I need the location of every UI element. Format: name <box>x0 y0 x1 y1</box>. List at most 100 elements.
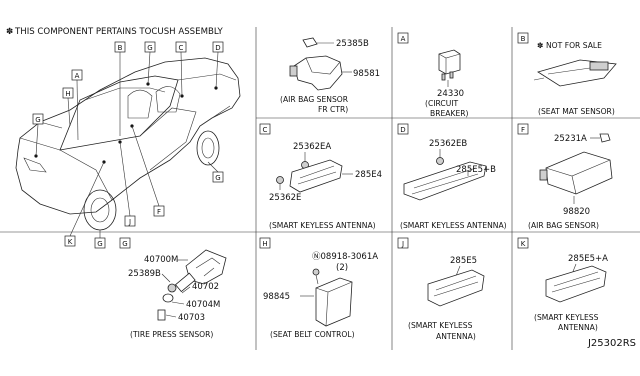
part-qty-2: (2) <box>336 263 348 273</box>
callout-box-a <box>71 69 83 81</box>
seat-belt-control-body <box>315 277 353 327</box>
callout-box-j <box>124 215 136 227</box>
not-for-sale-asterisk: ✽ <box>537 41 543 50</box>
airbag-sensor-connector <box>539 169 548 181</box>
section-d-smart-antenna: D 25362EB 285E5+B (SMART KEYLESS ANTENNA… <box>397 123 507 230</box>
section-h-letter: H <box>262 240 267 248</box>
part-40702: 40702 <box>192 282 219 292</box>
part-24330: 24330 <box>437 89 464 99</box>
car-rear-wheel <box>196 130 220 166</box>
clip-25362eb <box>436 157 444 165</box>
vehicle-leaders <box>35 51 219 238</box>
part-25362e: 25362E <box>269 193 301 203</box>
callout-g1: G <box>35 116 40 124</box>
header-note: THIS COMPONENT PERTAINS TOCUSH ASSEMBLY <box>14 27 224 37</box>
callout-h: H <box>65 90 70 98</box>
section-j-box <box>397 237 409 249</box>
section-a-box <box>397 32 409 44</box>
section-j-smart-antenna: J 285E5 (SMART KEYLESS ANTENNA) <box>397 237 485 341</box>
caption-h: (SEAT BELT CONTROL) <box>270 330 355 339</box>
callout-box-d <box>212 41 224 53</box>
bolt-25385b <box>302 37 318 48</box>
car-windshield <box>59 75 179 151</box>
not-for-sale-note: NOT FOR SALE <box>546 41 602 50</box>
caption-d: (SMART KEYLESS ANTENNA) <box>400 221 507 230</box>
caption-k-2: ANTENNA) <box>558 323 598 332</box>
callout-box-h <box>62 87 74 99</box>
section-d-letter: D <box>400 126 405 134</box>
seat-mat-module <box>589 61 609 71</box>
callout-d: D <box>215 44 220 52</box>
section-h-seat-belt: H Ⓝ08918-3061A (2) 98845 (SEAT BELT CONT… <box>259 237 378 339</box>
car-hood-crease <box>39 121 63 129</box>
part-40704m: 40704M <box>186 300 220 310</box>
part-98581: 98581 <box>353 69 380 79</box>
part-40703-cap <box>157 309 166 321</box>
caption-g: (TIRE PRESS SENSOR) <box>130 330 213 339</box>
callout-c: C <box>179 44 184 52</box>
callout-box-g2 <box>144 41 156 53</box>
car-seat-left <box>127 89 153 119</box>
section-b-seat-mat: B ✽ NOT FOR SALE (SEAT MAT SENSOR) <box>517 32 617 116</box>
section-b-box <box>517 32 529 44</box>
part-285e5: 285E5 <box>450 256 477 266</box>
caption-j-2: ANTENNA) <box>436 332 476 341</box>
callout-box-c <box>175 41 187 53</box>
antenna-285e5-body <box>427 269 485 307</box>
part-25362eb: 25362EB <box>429 139 467 149</box>
callout-box-g3 <box>94 237 106 249</box>
callout-box-g1 <box>32 113 44 125</box>
part-285e4: 285E4 <box>355 170 382 180</box>
caption-a-1: (CIRCUIT <box>425 99 459 108</box>
callout-j: J <box>128 218 131 226</box>
callout-a: A <box>75 72 80 80</box>
part-285e5b: 285E5+B <box>456 165 496 175</box>
car-body-outline <box>15 57 241 215</box>
caption-k-1: (SMART KEYLESS <box>534 313 599 322</box>
car-hood-line <box>19 137 113 201</box>
caption-airbag-fr-2: FR CTR) <box>318 105 348 114</box>
part-25385b: 25385B <box>336 39 369 49</box>
car-dash <box>84 87 166 101</box>
part-08918-3061a: Ⓝ08918-3061A <box>312 252 378 262</box>
caption-f: (AIR BAG SENSOR) <box>528 221 599 230</box>
callout-g2: G <box>147 44 152 52</box>
part-40704m-ring <box>162 293 174 303</box>
airbag-fr-connector <box>289 65 298 77</box>
caption-j-1: (SMART KEYLESS <box>408 321 473 330</box>
clip-25362e <box>276 176 284 184</box>
section-k-letter: K <box>521 240 526 248</box>
callout-f: F <box>157 208 161 216</box>
caption-b: (SEAT MAT SENSOR) <box>538 107 615 116</box>
section-j-letter: J <box>401 240 404 248</box>
car-headlight <box>23 157 47 173</box>
tire-sensor-valve <box>174 272 196 293</box>
vehicle-callouts: A B G C D H G G F J K G <box>32 41 224 249</box>
part-25231a: 25231A <box>554 134 587 144</box>
callout-g4: G <box>215 174 220 182</box>
section-b-letter: B <box>521 35 526 43</box>
part-25389b: 25389B <box>128 269 161 279</box>
callout-b: B <box>118 44 123 52</box>
section-c-smart-antenna: C 25362EA 285E4 25362E (SMART KEYLESS AN… <box>259 123 382 230</box>
car-front-wheel <box>83 189 117 231</box>
callout-box-b <box>114 41 126 53</box>
section-c-letter: C <box>263 126 268 134</box>
antenna-285e5a-body <box>545 265 607 303</box>
airbag-fr-sensor-body <box>293 55 343 91</box>
car-front-hub <box>90 197 110 223</box>
callout-k: K <box>68 238 73 246</box>
part-nut-25389b <box>167 283 177 293</box>
car-door-line <box>139 107 197 171</box>
section-grid <box>0 27 640 350</box>
car-rear-line <box>199 105 231 127</box>
part-40700m: 40700M <box>144 255 178 265</box>
circuit-breaker-body <box>438 49 461 75</box>
section-f-box <box>517 123 529 135</box>
part-98845: 98845 <box>263 292 290 302</box>
callout-box-k <box>64 235 76 247</box>
callout-box-g4 <box>212 171 224 183</box>
section-k-smart-antenna: K 285E5+A (SMART KEYLESS ANTENNA) <box>517 237 608 332</box>
section-g-box <box>119 237 131 249</box>
